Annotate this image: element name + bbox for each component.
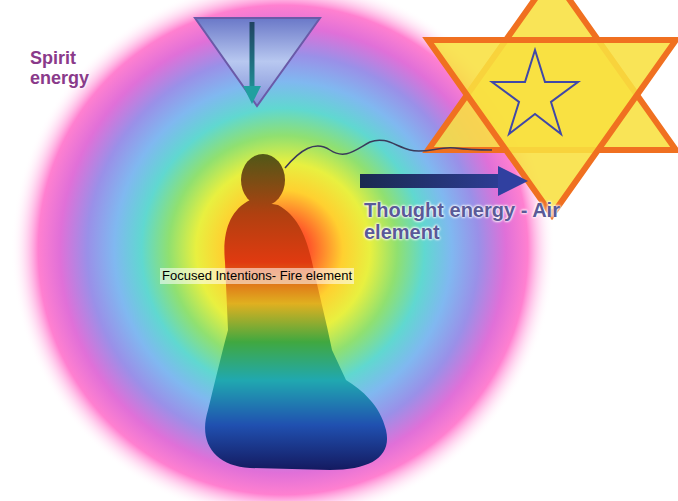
meditating-figure — [205, 154, 387, 470]
spirit-label: Spirit energy — [28, 48, 124, 90]
thought-label: Thought energy - Air element — [362, 198, 562, 244]
thought-arrow — [360, 166, 528, 196]
thought-line — [285, 140, 492, 168]
spirit-triangle — [195, 18, 320, 106]
intention-label: Focused Intentions- Fire element — [160, 268, 354, 284]
